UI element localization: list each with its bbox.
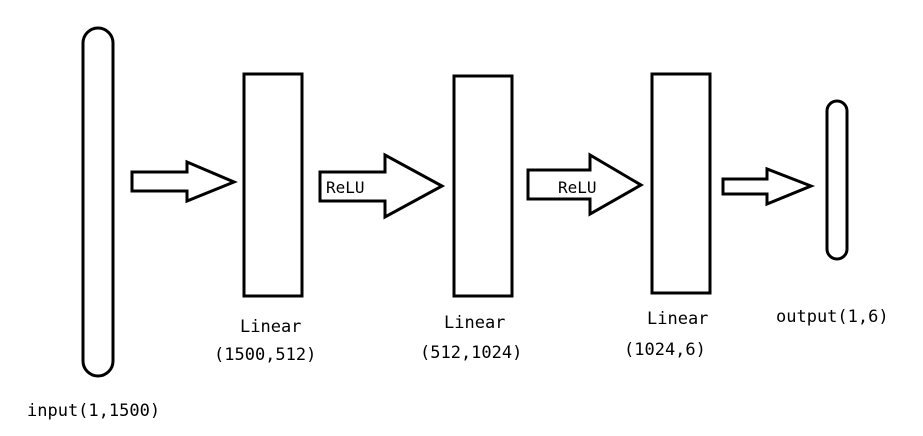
output-label: output(1,6) [776,307,889,327]
layer-3-name: Linear [647,309,708,329]
arrow-relu-1-label: ReLU [326,178,365,197]
layer-1-name: Linear [240,317,301,337]
layer-2-name: Linear [444,313,505,333]
output-node [825,99,849,261]
arrow-relu-1 [318,152,446,220]
arrow-layer3-to-output [721,166,816,207]
input-label: input(1,1500) [27,401,160,421]
layer-1-shape: (1500,512) [214,345,316,365]
layer-1-node [242,72,304,298]
layer-2-shape: (512,1024) [420,343,522,363]
layer-2-node [452,74,514,298]
layer-3-shape: (1024,6) [624,340,706,360]
input-node [81,26,115,378]
arrow-input-to-layer1 [130,159,238,204]
arrow-relu-2 [526,152,644,217]
arrow-relu-2-label: ReLU [558,178,597,197]
layer-3-node [650,72,712,295]
